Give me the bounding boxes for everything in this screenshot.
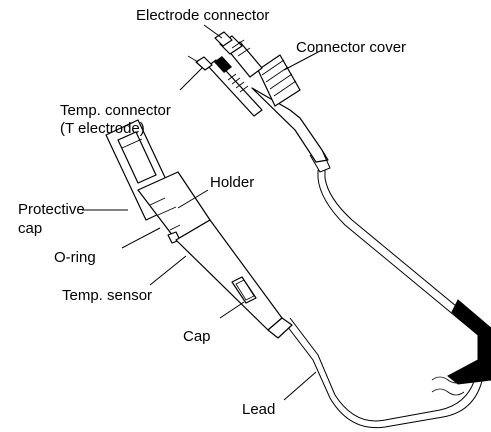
label-temp-sensor: Temp. sensor bbox=[62, 287, 152, 304]
label-electrode-connector: Electrode connector bbox=[136, 7, 269, 24]
label-protective-cap: Protective bbox=[18, 201, 85, 218]
label-cap: Cap bbox=[183, 328, 211, 345]
connector-cover bbox=[257, 54, 301, 107]
label-connector-cover: Connector cover bbox=[296, 39, 406, 56]
leader-lines bbox=[82, 24, 323, 401]
y-splitter bbox=[251, 87, 331, 173]
label-temp-connector: Temp. connector bbox=[60, 102, 171, 119]
label-lead: Lead bbox=[242, 401, 275, 418]
label-temp-connector-sub: (T electrode) bbox=[60, 120, 145, 137]
label-o-ring: O-ring bbox=[54, 249, 96, 266]
label-holder: Holder bbox=[210, 174, 254, 191]
electrode-probe bbox=[105, 119, 293, 339]
cable-sleeve bbox=[447, 299, 491, 385]
temp-connector bbox=[187, 55, 263, 117]
label-protective-cap-sub: cap bbox=[18, 220, 42, 237]
lead-cable bbox=[283, 170, 486, 429]
